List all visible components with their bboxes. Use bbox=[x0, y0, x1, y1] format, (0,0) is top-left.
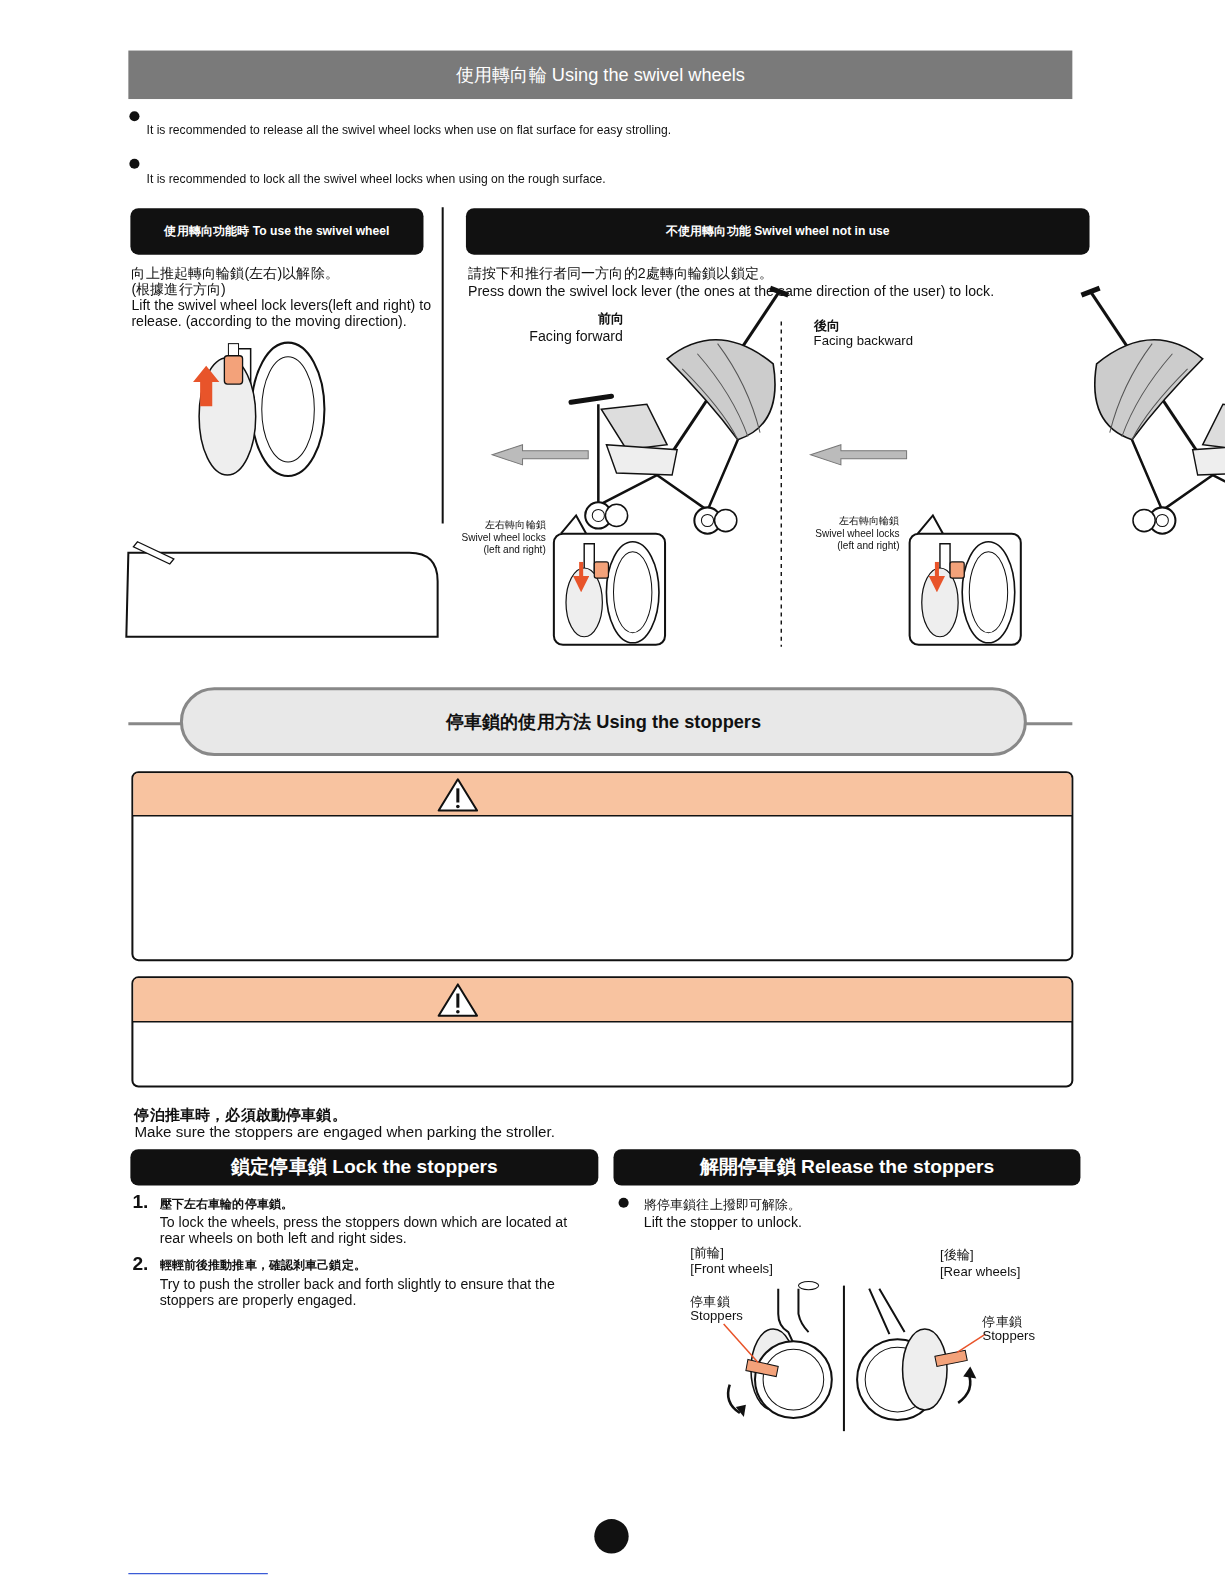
section-tab: 不使用轉向功能 Swivel wheel not in use bbox=[466, 208, 1090, 254]
node-text: 使用轉向輪 Using the swivel wheels bbox=[456, 63, 745, 87]
text-label: Try to push the stroller back and forth … bbox=[160, 1276, 595, 1309]
text-label: 停車鎖 bbox=[982, 1315, 1063, 1330]
text-label: 1. bbox=[132, 1191, 158, 1213]
text-label: It is recommended to release all the swi… bbox=[147, 124, 854, 138]
node-text: 停車鎖的使用方法 Using the stoppers bbox=[446, 710, 761, 734]
text-label: 向上推起轉向輪鎖(左右)以解除。 bbox=[131, 265, 444, 281]
step-tab: 解開停車鎖 Release the stoppers bbox=[613, 1149, 1080, 1185]
text-label: It is recommended to lock all the swivel… bbox=[147, 173, 854, 187]
text-label: 將停車鎖往上撥即可解除。 bbox=[644, 1198, 1048, 1213]
text-label: [Rear wheels] bbox=[940, 1264, 1061, 1279]
text-label: Lift the swivel wheel lock levers(left a… bbox=[131, 297, 444, 330]
text-label: 左右轉向輪鎖 bbox=[445, 518, 546, 530]
text-label: [前輪] bbox=[690, 1246, 811, 1261]
text-label: Swivel wheel locks (left and right) bbox=[798, 528, 899, 551]
node-text: 解開停車鎖 Release the stoppers bbox=[700, 1154, 995, 1180]
text-label: Lift the stopper to unlock. bbox=[644, 1214, 1048, 1230]
node-text: 使用轉向功能時 To use the swivel wheel bbox=[164, 223, 389, 240]
node-text: 鎖定停車鎖 Lock the stoppers bbox=[231, 1154, 498, 1180]
text-label: Facing forward bbox=[510, 327, 641, 343]
text-label: 2. bbox=[132, 1253, 158, 1275]
text-label: 輕輕前後推動推車，確認剎車己鎖定。 bbox=[160, 1259, 584, 1273]
band-header: 使用轉向輪 Using the swivel wheels bbox=[128, 51, 1072, 100]
text-label: To lock the wheels, press the stoppers d… bbox=[160, 1214, 595, 1247]
text-label: [Front wheels] bbox=[690, 1262, 811, 1277]
text-label: (根據進行方向) bbox=[131, 281, 444, 297]
step-tab: 鎖定停車鎖 Lock the stoppers bbox=[130, 1149, 598, 1185]
text-label: 前向 bbox=[566, 312, 657, 327]
text-label: Stoppers bbox=[690, 1309, 771, 1324]
text-label: 請按下和推行者同一方向的2處轉向輪鎖以鎖定。 bbox=[468, 265, 1074, 281]
text-label: Facing backward bbox=[814, 334, 945, 349]
text-label: Swivel wheel locks (left and right) bbox=[445, 532, 546, 555]
text-label: [後輪] bbox=[940, 1248, 1061, 1263]
text-label: Press down the swivel lock lever (the on… bbox=[468, 283, 1074, 299]
text-label: 壓下左右車輪的停車鎖。 bbox=[160, 1198, 584, 1212]
text-label: Make sure the stoppers are engaged when … bbox=[134, 1123, 740, 1140]
text-label: 左右轉向輪鎖 bbox=[798, 514, 899, 526]
text-label: 停泊推車時，必須啟動停車鎖。 bbox=[134, 1106, 639, 1123]
section-tab: 使用轉向功能時 To use the swivel wheel bbox=[130, 208, 423, 254]
text-label: 後向 bbox=[814, 319, 875, 334]
text-label: 停車鎖 bbox=[690, 1295, 771, 1310]
section-band: 停車鎖的使用方法 Using the stoppers bbox=[180, 687, 1027, 756]
text-label: Stoppers bbox=[982, 1329, 1063, 1344]
node-text: 不使用轉向功能 Swivel wheel not in use bbox=[666, 223, 890, 240]
